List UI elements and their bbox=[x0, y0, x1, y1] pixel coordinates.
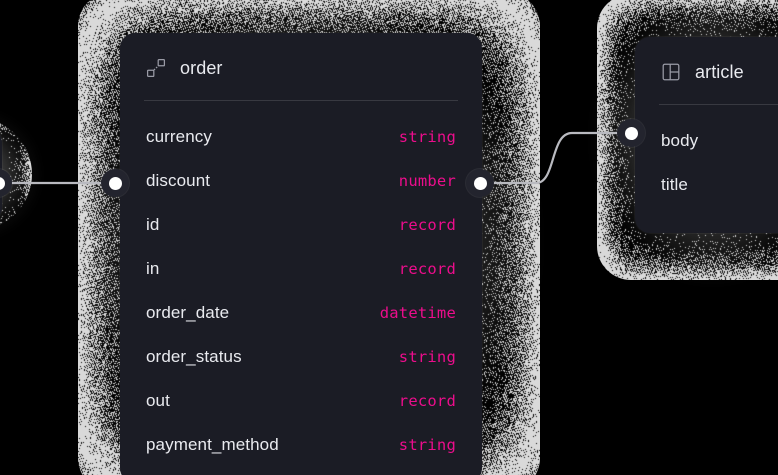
field-row[interactable]: payment_method string bbox=[120, 423, 482, 467]
relation-graph-icon bbox=[146, 58, 166, 78]
field-type: datetime bbox=[380, 304, 456, 322]
field-list-order: currency string discount number id recor… bbox=[120, 101, 482, 467]
node-header-article: article bbox=[635, 37, 778, 85]
field-name: order_status bbox=[146, 347, 242, 367]
field-name: body bbox=[661, 131, 698, 151]
field-type: record bbox=[399, 260, 456, 278]
field-name: id bbox=[146, 215, 159, 235]
field-name: discount bbox=[146, 171, 210, 191]
field-type: record bbox=[399, 216, 456, 234]
field-list-article: body title bbox=[635, 105, 778, 207]
field-row[interactable]: currency string bbox=[120, 115, 482, 159]
field-row[interactable]: title bbox=[635, 163, 778, 207]
node-card-article[interactable]: article body title bbox=[635, 37, 778, 233]
node-card-order[interactable]: order currency string discount number id… bbox=[120, 33, 482, 475]
field-type: record bbox=[399, 392, 456, 410]
field-name: order_date bbox=[146, 303, 229, 323]
table-layout-icon bbox=[661, 62, 681, 82]
field-name: in bbox=[146, 259, 159, 279]
field-row[interactable]: discount number bbox=[120, 159, 482, 203]
field-name: currency bbox=[146, 127, 212, 147]
port-article-in[interactable] bbox=[617, 119, 645, 147]
port-order-in[interactable] bbox=[101, 169, 129, 197]
field-type: string bbox=[399, 436, 456, 454]
field-row[interactable]: id record bbox=[120, 203, 482, 247]
field-row[interactable]: in record bbox=[120, 247, 482, 291]
field-row[interactable]: order_status string bbox=[120, 335, 482, 379]
field-row[interactable]: out record bbox=[120, 379, 482, 423]
port-left-partial-out[interactable] bbox=[0, 169, 12, 197]
port-order-out[interactable] bbox=[466, 169, 494, 197]
field-row[interactable]: order_date datetime bbox=[120, 291, 482, 335]
node-title-article: article bbox=[695, 62, 744, 83]
field-name: payment_method bbox=[146, 435, 279, 455]
field-type: string bbox=[399, 128, 456, 146]
field-name: title bbox=[661, 175, 688, 195]
node-header-order: order bbox=[120, 33, 482, 81]
edge-order-to-article bbox=[492, 133, 622, 183]
field-row[interactable]: body bbox=[635, 119, 778, 163]
field-type: string bbox=[399, 348, 456, 366]
field-name: out bbox=[146, 391, 170, 411]
node-title-order: order bbox=[180, 58, 223, 79]
field-type: number bbox=[399, 172, 456, 190]
